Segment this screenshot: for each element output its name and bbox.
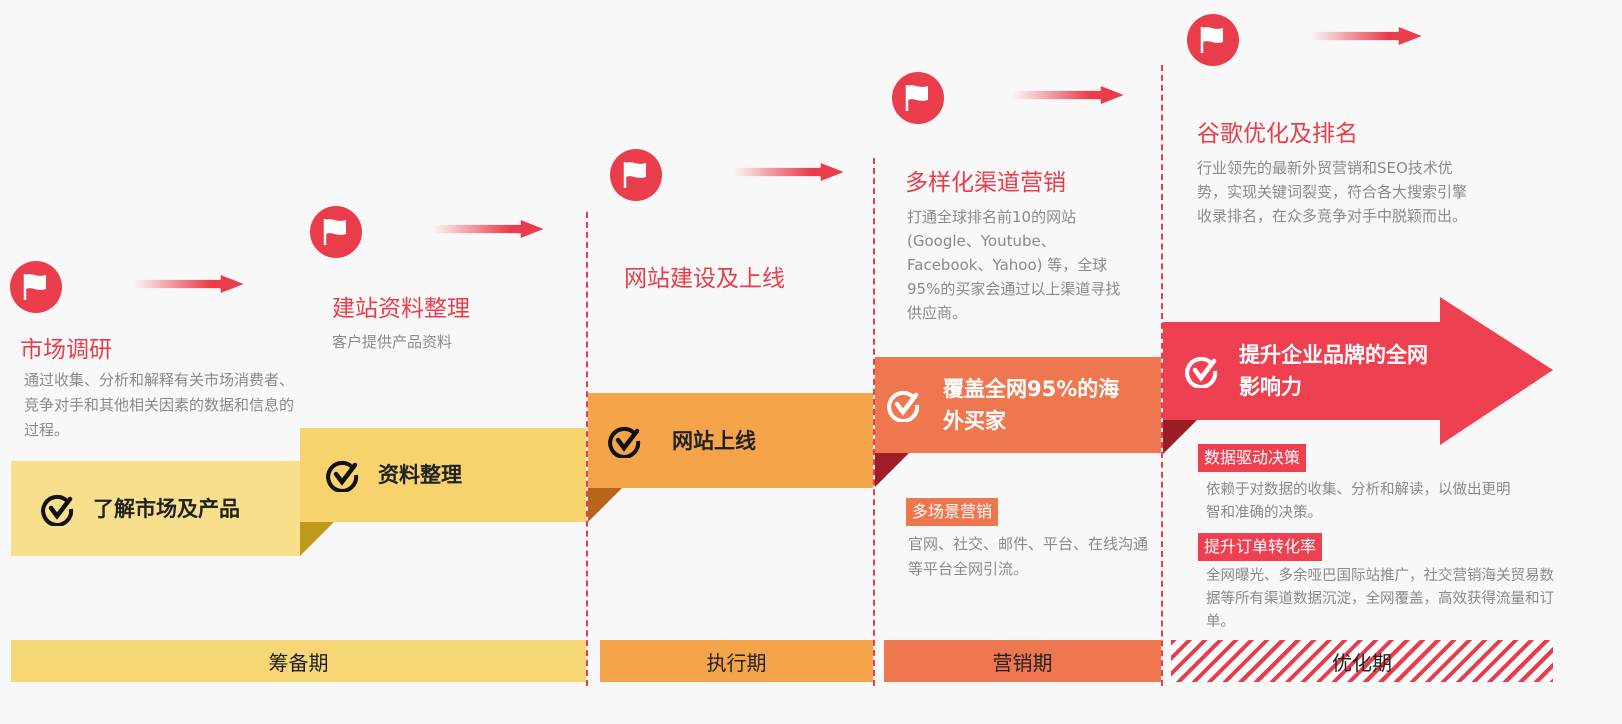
milestone-band: 提升企业品牌的全网影响力 [1163, 322, 1440, 420]
milestone-label: 了解市场及产品 [93, 496, 240, 521]
stage-title: 谷歌优化及排名 [1197, 121, 1358, 147]
tag-label: 多场景营销 [906, 498, 999, 526]
stage-desc: 通过收集、分析和解释有关市场消费者、竞争对手和其他相关因素的数据和信息的过程。 [24, 371, 295, 439]
arrow-right-icon [132, 275, 244, 293]
stage-desc: 行业领先的最新外贸营销和SEO技术优势，实现关键词裂变，符合各大搜索引擎收录排名… [1197, 159, 1468, 225]
flag-icon [892, 72, 944, 124]
phase-optimize: 优化期 [1171, 640, 1553, 682]
divider-line [873, 158, 875, 686]
arrow-right-icon [1310, 27, 1422, 45]
tag-desc: 全网曝光、多余哑巴国际站推广，社交营销海关贸易数据等所有渠道数据沉淀，全网覆盖，… [1206, 568, 1554, 630]
check-circle-icon [608, 426, 641, 458]
tag-label: 数据驱动决策 [1198, 444, 1307, 472]
stage-title: 网站建设及上线 [624, 266, 785, 292]
tag-desc: 依赖于对数据的收集、分析和解读，以做出更明智和准确的决策。 [1206, 482, 1511, 521]
milestone-band: 资料整理 [300, 428, 586, 522]
check-circle-icon [887, 390, 920, 422]
check-circle-icon [326, 460, 359, 492]
phase-label: 优化期 [1332, 650, 1392, 675]
flag-icon [610, 149, 662, 201]
stage-desc: 客户提供产品资料 [332, 333, 453, 351]
stage-title: 多样化渠道营销 [905, 170, 1066, 196]
stage-title: 市场调研 [20, 337, 112, 363]
milestone-arrow [1163, 297, 1553, 445]
check-circle-icon [1185, 356, 1218, 388]
tag-desc: 官网、社交、邮件、平台、在线沟通等平台全网引流。 [908, 535, 1149, 578]
arrow-right-icon [432, 220, 544, 238]
milestone-band: 网站上线 [588, 393, 873, 488]
milestone-band: 了解市场及产品 [11, 461, 300, 556]
stage-title: 建站资料整理 [332, 296, 470, 322]
stage-desc: 打通全球排名前10的网站(Google、Youtube、Facebook、Yah… [907, 208, 1121, 322]
check-circle-icon [41, 494, 74, 526]
phase-execute: 执行期 [600, 640, 873, 682]
flag-icon [1187, 14, 1239, 66]
flag-icon [10, 261, 62, 313]
arrow-right-icon [732, 163, 844, 181]
milestone-band: 覆盖全网95%的海外买家 [875, 357, 1161, 453]
divider-line [1161, 65, 1163, 686]
milestone-label: 提升企业品牌的全网影响力 [1239, 343, 1428, 399]
milestone-label: 覆盖全网95%的海外买家 [943, 377, 1120, 433]
phase-marketing: 营销期 [884, 640, 1161, 682]
milestone-label: 资料整理 [378, 463, 462, 487]
tag-label: 提升订单转化率 [1198, 533, 1323, 561]
divider-line [586, 212, 588, 686]
milestone-label: 网站上线 [672, 428, 756, 453]
arrow-right-icon [1012, 86, 1124, 104]
phase-prep: 筹备期 [11, 640, 586, 682]
flag-icon [310, 206, 362, 258]
